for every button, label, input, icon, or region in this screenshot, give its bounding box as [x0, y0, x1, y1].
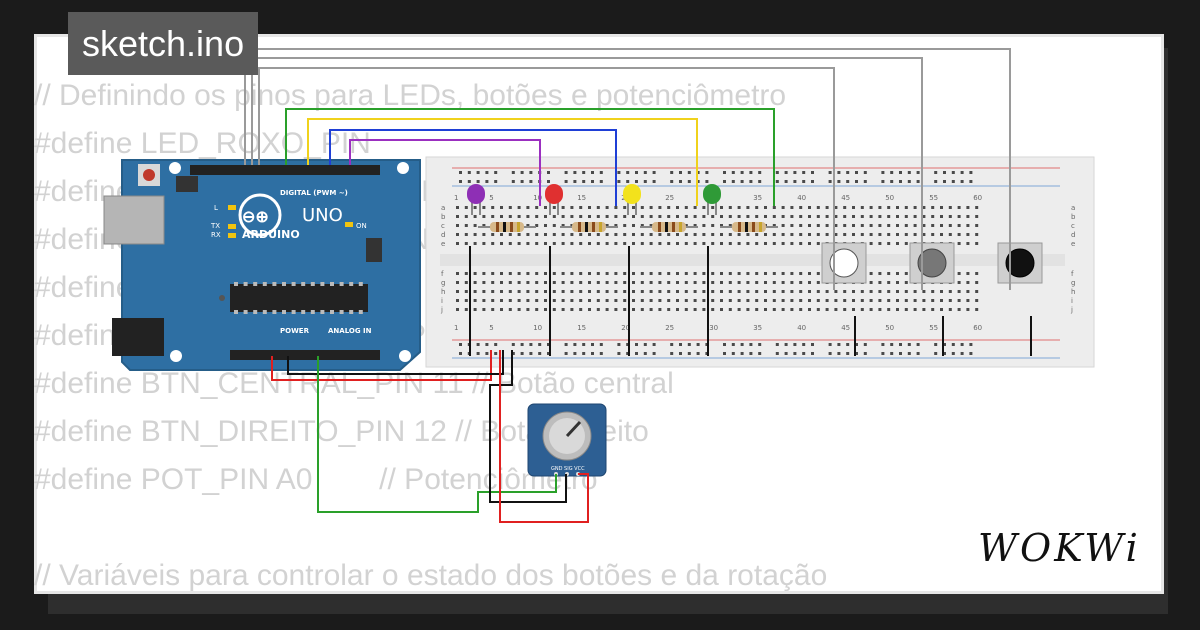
resistor-3	[640, 222, 698, 232]
breadboard-column-number: 25	[665, 324, 674, 332]
breadboard-column-number: 45	[841, 324, 850, 332]
breadboard-column-number: 60	[973, 324, 982, 332]
breadboard-row-letter: g	[441, 279, 445, 287]
breadboard-row-letter: h	[1071, 288, 1075, 296]
tx-label: TX	[210, 222, 220, 230]
breadboard-row-letter: f	[1071, 270, 1074, 278]
code-line: #define BTN_CENTRAL_PIN 11 // Botão cent…	[34, 367, 674, 400]
usb-port	[103, 195, 165, 245]
code-line: // Definindo os pinos para LEDs, botões …	[34, 79, 787, 112]
power-label: POWER	[280, 327, 310, 335]
breadboard-row-letter: d	[1071, 231, 1075, 239]
breadboard-row-letter: h	[441, 288, 445, 296]
breadboard-column-number: 50	[885, 194, 894, 202]
code-line: #define LED_ROXO_PIN	[34, 127, 371, 160]
led-green[interactable]	[703, 184, 721, 215]
breadboard-row-letter: b	[1071, 213, 1076, 221]
breadboard-column-number: 35	[753, 324, 762, 332]
led-red[interactable]	[545, 184, 563, 215]
breadboard-row-letter: j	[440, 306, 443, 314]
breadboard-column-number: 5	[489, 324, 493, 332]
resistor-1	[478, 222, 536, 232]
breadboard-column-number: 60	[973, 194, 982, 202]
sketch-file-tab[interactable]: sketch.ino	[68, 12, 259, 75]
resistor-4	[720, 222, 778, 232]
breadboard-row-letter: e	[441, 240, 445, 248]
led-yellow[interactable]	[623, 184, 641, 215]
breadboard-column-number: 30	[709, 324, 718, 332]
potentiometer[interactable]: GND SIG VCC	[527, 403, 607, 477]
breadboard-column-number: 50	[885, 324, 894, 332]
breadboard-column-number: 5	[489, 194, 493, 202]
breadboard-row-letter: d	[441, 231, 445, 239]
breadboard-column-number: 45	[841, 194, 850, 202]
rx-label: RX	[211, 231, 221, 239]
breadboard-row-letter: c	[441, 222, 445, 230]
breadboard-column-number: 1	[454, 324, 458, 332]
breadboard-column-number: 10	[533, 324, 542, 332]
pushbutton-black[interactable]	[997, 242, 1043, 284]
breadboard-column-number: 10	[533, 194, 542, 202]
breadboard-row-letter: g	[1071, 279, 1075, 287]
board-brand-label: ARDUINO	[242, 228, 300, 241]
led-purple[interactable]	[467, 184, 485, 215]
breadboard-column-number: 25	[665, 194, 674, 202]
pushbutton-white[interactable]	[821, 242, 867, 284]
arduino-uno[interactable]: ⊖⊕ UNO ARDUINO DIGITAL (PWM ~) POWER ANA…	[103, 159, 421, 371]
breadboard-column-number: 35	[753, 194, 762, 202]
wokwi-logo: WOKWi	[978, 526, 1141, 570]
on-label: ON	[356, 222, 367, 230]
pushbutton-gray[interactable]	[909, 242, 955, 284]
resistors	[478, 222, 778, 232]
breadboard-row-letter: i	[441, 297, 443, 305]
breadboard-row-letter: a	[441, 204, 445, 212]
signal-wires	[244, 48, 1011, 290]
breadboard-row-letter: c	[1071, 222, 1075, 230]
breadboard-column-number: 15	[577, 194, 586, 202]
breadboard-column-number: 40	[797, 324, 806, 332]
power-wires	[271, 350, 589, 523]
arduino-logo-icon: ⊖⊕	[242, 209, 269, 226]
breadboard-row-letter: i	[1071, 297, 1073, 305]
digital-header	[190, 165, 380, 175]
code-line: // Variáveis para controlar o estado dos…	[34, 559, 828, 592]
l-label: L	[214, 204, 218, 212]
breadboard-row-letter: e	[1071, 240, 1075, 248]
breadboard-row-letter: j	[1070, 306, 1073, 314]
breadboard-column-number: 55	[929, 194, 938, 202]
power-jack	[112, 318, 164, 356]
digital-label: DIGITAL (PWM ~)	[280, 189, 348, 197]
ground-jumpers	[469, 246, 1032, 356]
breadboard-column-number: 15	[577, 324, 586, 332]
breadboard-column-number: 40	[797, 194, 806, 202]
analog-header	[230, 350, 380, 360]
breadboard-row-letter: f	[441, 270, 444, 278]
breadboard-row-letter: a	[1071, 204, 1075, 212]
breadboard-row-letter: b	[441, 213, 446, 221]
breadboard-column-number: 55	[929, 324, 938, 332]
breadboard-column-number: 1	[454, 194, 458, 202]
atmega-chip	[230, 284, 368, 312]
board-model-label: UNO	[302, 205, 343, 226]
resistor-2	[560, 222, 618, 232]
analog-label: ANALOG IN	[328, 327, 372, 335]
breadboard-column-number: 20	[621, 324, 630, 332]
potentiometer-pin-labels: GND SIG VCC	[551, 466, 585, 472]
